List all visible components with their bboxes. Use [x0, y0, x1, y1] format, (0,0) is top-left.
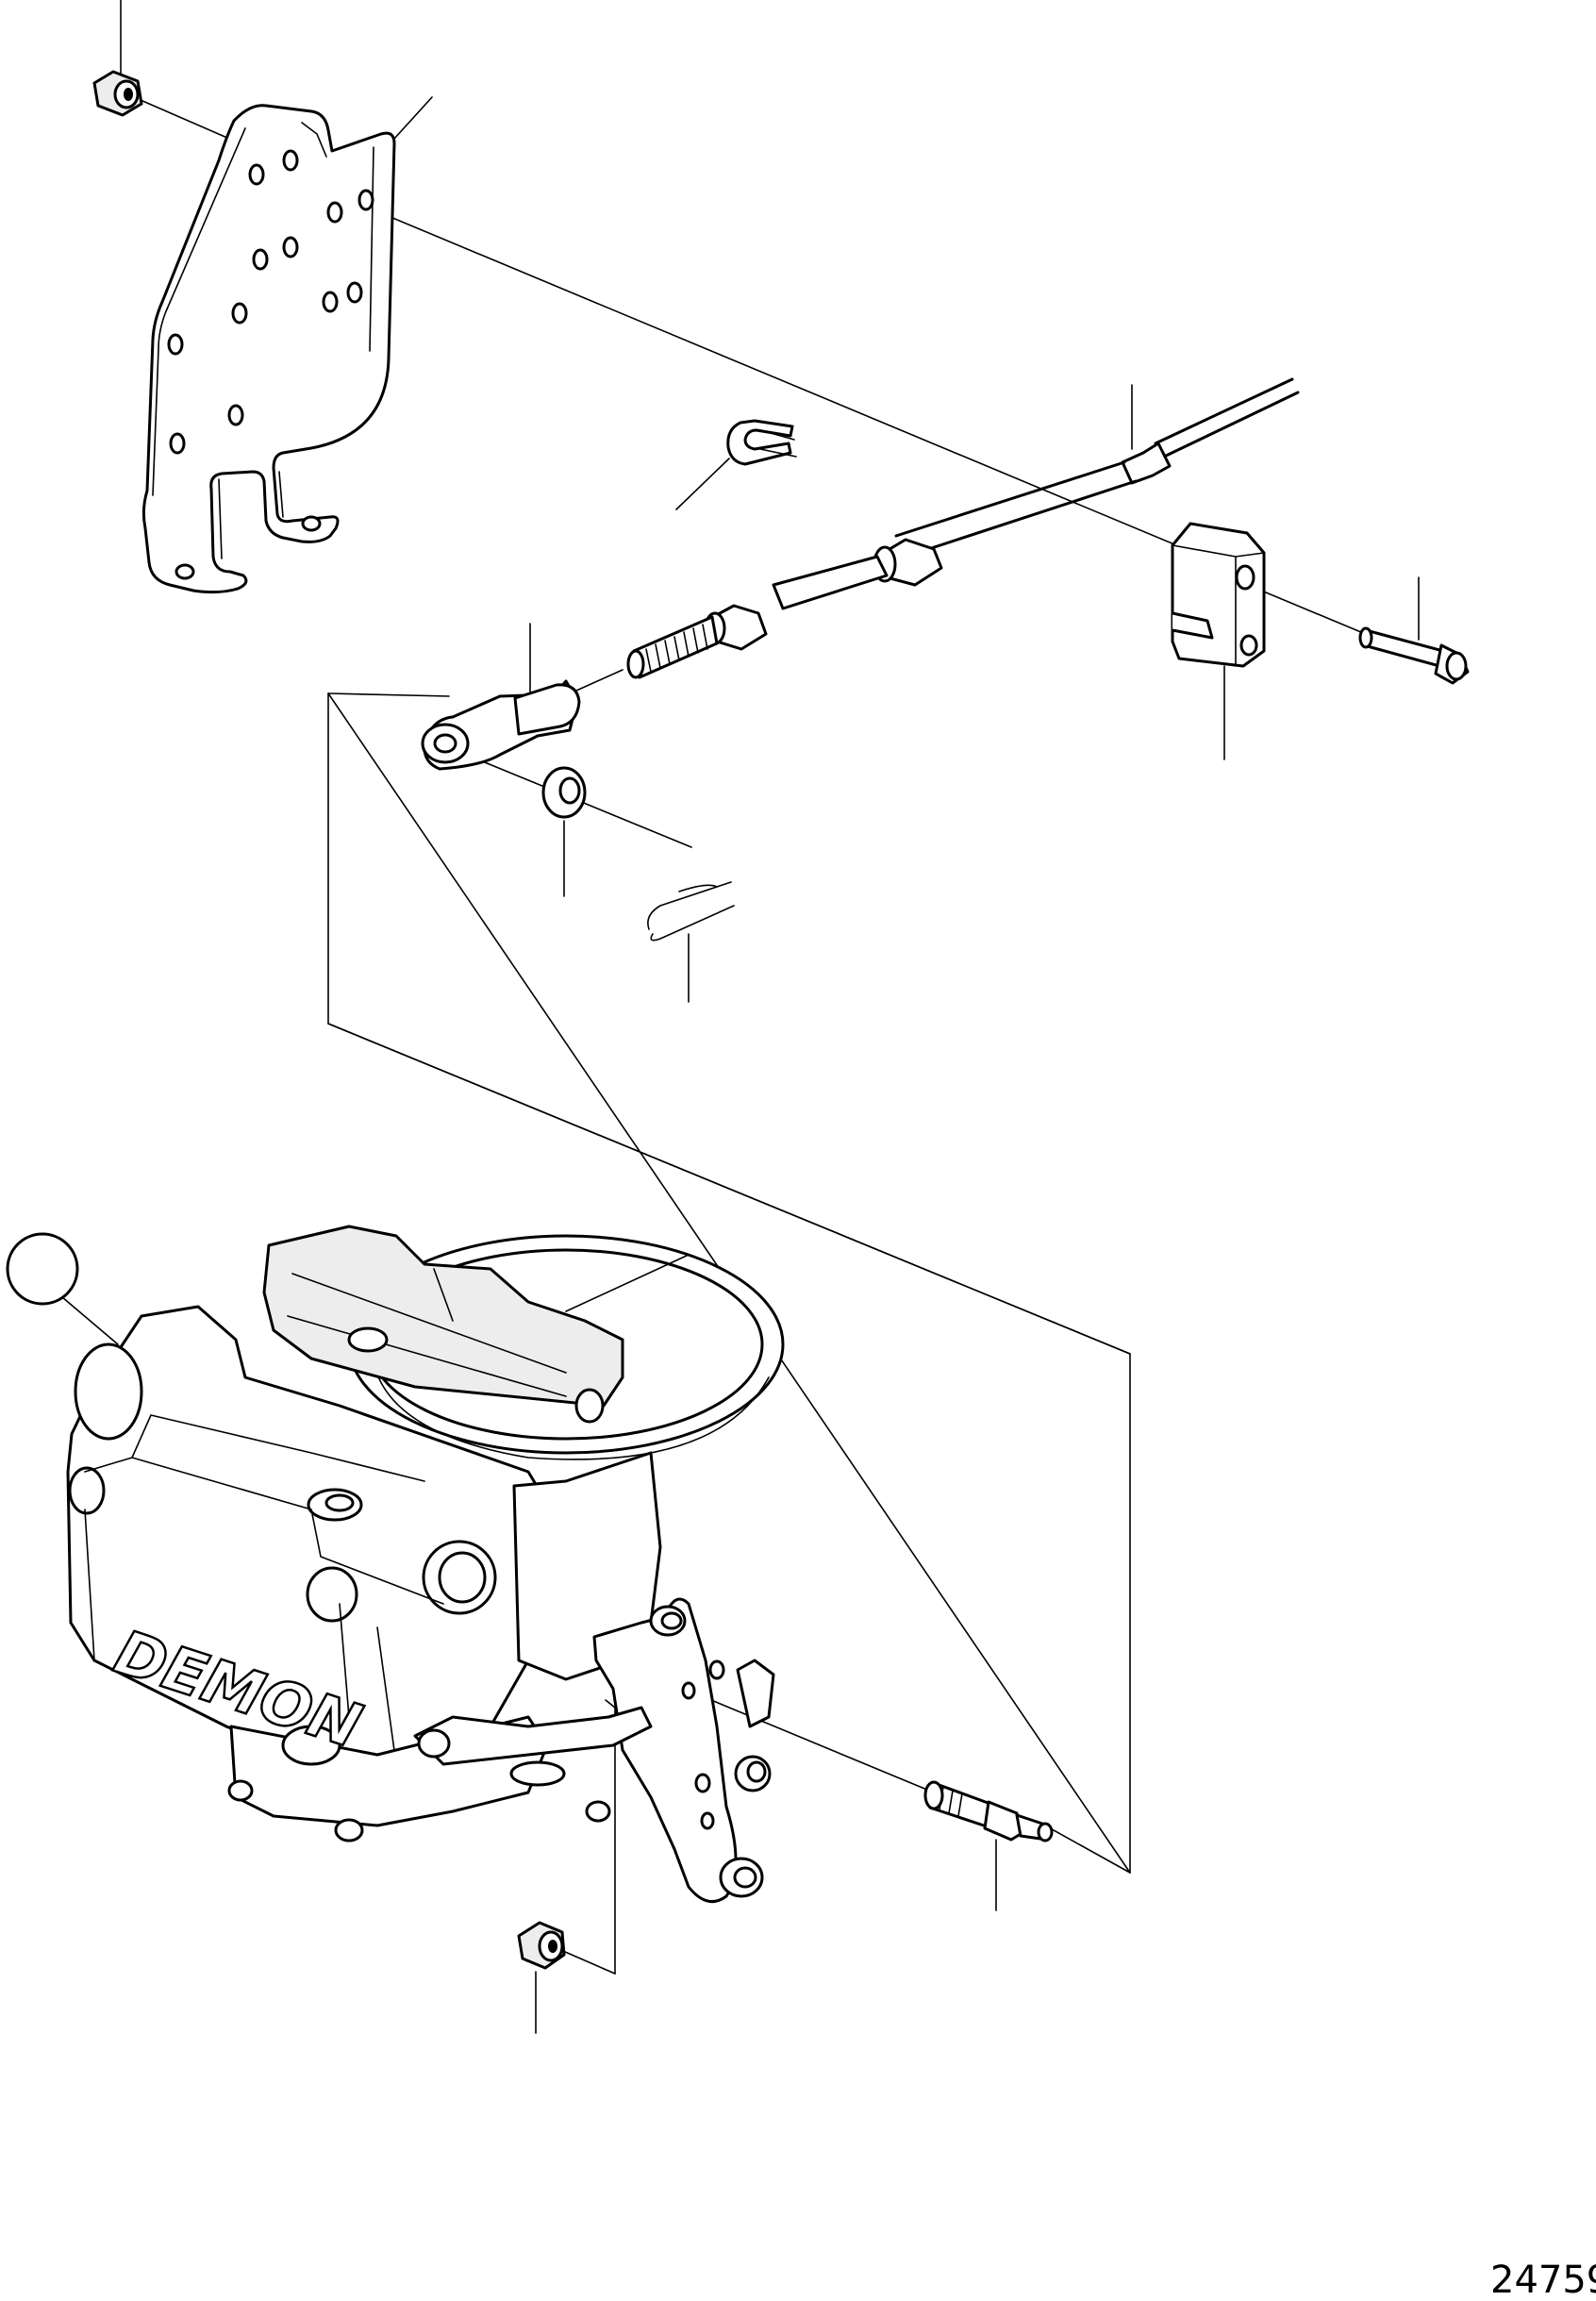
throttle-lever	[415, 1599, 773, 1902]
axis-line-stud-box	[1045, 1826, 1130, 1873]
cable-eye-end	[423, 681, 579, 769]
lever-stud	[925, 1782, 1052, 1841]
cable-ferrule	[874, 540, 941, 585]
figure-reference-number: 24759	[1490, 2259, 1596, 2301]
cotter-pin	[648, 882, 734, 941]
spring-clip	[728, 421, 796, 464]
cable-clamp-block	[1172, 524, 1264, 666]
flat-washer	[543, 768, 585, 817]
leader-lines	[62, 0, 1419, 2033]
clamp-bolt	[1360, 628, 1468, 683]
axis-line-bracket-to-clamp	[357, 203, 1226, 566]
bracket-holes	[169, 151, 373, 578]
cable-threaded-end	[628, 617, 717, 677]
mounting-bracket	[143, 106, 394, 592]
leader-carburetor	[62, 1297, 118, 1344]
throttle-cable	[628, 379, 1298, 677]
callout-circle-carburetor	[8, 1234, 77, 1304]
flange-nut-bottom	[519, 1923, 564, 1968]
assembly-group-outline-closure	[328, 693, 1130, 1354]
axis-line-nut-bottom	[557, 1948, 615, 1974]
carburetor: DEMON	[68, 1226, 783, 1841]
carburetor-fuel-inlet	[75, 1344, 141, 1439]
leader-clip	[676, 459, 729, 509]
flange-nut-top	[94, 72, 141, 115]
axis-line-stud-lever	[684, 1689, 934, 1792]
axis-line-nut-top	[134, 97, 236, 142]
